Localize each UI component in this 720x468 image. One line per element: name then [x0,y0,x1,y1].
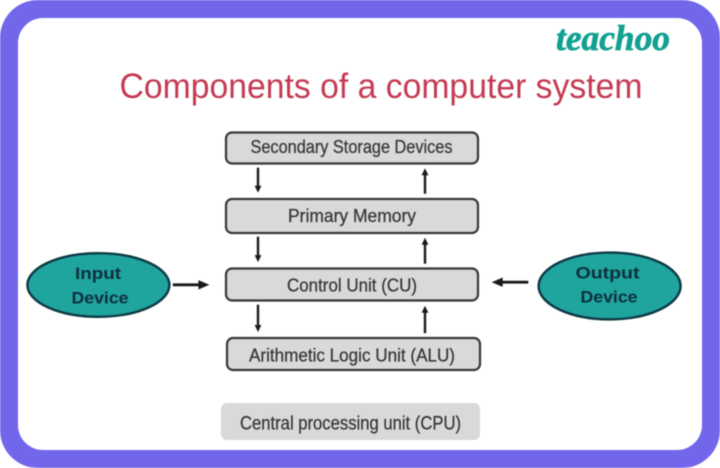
svg-text:Input: Input [75,264,121,283]
svg-text:Components of a computer syste: Components of a computer system [120,67,643,106]
svg-text:Device: Device [72,288,129,307]
svg-text:teachoo: teachoo [556,18,670,58]
svg-text:Control Unit (CU): Control Unit (CU) [287,276,417,296]
svg-text:Primary Memory: Primary Memory [288,206,416,226]
svg-text:Arithmetic Logic Unit (ALU): Arithmetic Logic Unit (ALU) [249,346,455,366]
svg-text:Central processing unit (CPU): Central processing unit (CPU) [240,414,461,435]
svg-text:Output: Output [576,264,640,283]
svg-text:Device: Device [581,288,638,307]
svg-text:Secondary Storage Devices: Secondary Storage Devices [251,137,453,157]
